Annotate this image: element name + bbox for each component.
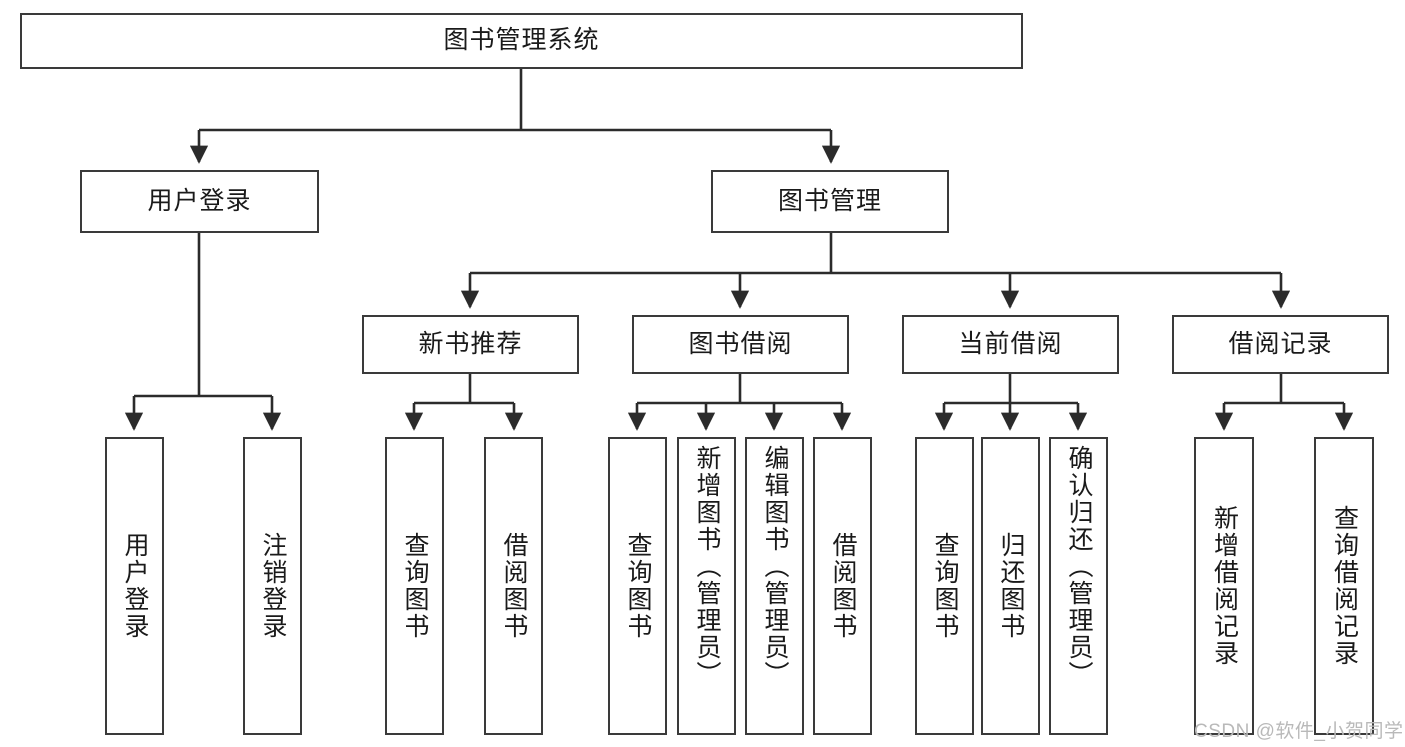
node-label: 注销登录: [259, 532, 287, 640]
leaf-recommend-borrow-book[interactable]: 借阅图书: [484, 437, 543, 735]
node-label: 确认归还（管理员）: [1065, 445, 1093, 688]
node-label: 查询借阅记录: [1330, 505, 1359, 667]
node-user-login[interactable]: 用户登录: [80, 170, 319, 233]
leaf-borrow-query-book[interactable]: 查询图书: [608, 437, 667, 735]
node-label: 用户登录: [147, 186, 252, 215]
node-label: 查询图书: [401, 532, 429, 640]
node-label: 归还图书: [997, 532, 1025, 640]
node-borrow-record[interactable]: 借阅记录: [1172, 315, 1389, 374]
leaf-borrow-edit-book-admin[interactable]: 编辑图书（管理员）: [745, 437, 804, 735]
node-label: 图书管理系统: [443, 26, 600, 55]
node-new-book-recommend[interactable]: 新书推荐: [362, 315, 579, 374]
leaf-borrow-borrow-book[interactable]: 借阅图书: [813, 437, 872, 735]
leaf-current-return-book[interactable]: 归还图书: [981, 437, 1040, 735]
leaf-recommend-query-book[interactable]: 查询图书: [385, 437, 444, 735]
node-label: 图书管理: [777, 186, 882, 215]
leaf-borrow-add-book-admin[interactable]: 新增图书（管理员）: [677, 437, 736, 735]
node-label: 当前借阅: [958, 329, 1063, 358]
node-book-borrow[interactable]: 图书借阅: [632, 315, 849, 374]
watermark-text: CSDN @软件_小贺同学: [1194, 721, 1404, 742]
leaf-current-confirm-return-admin[interactable]: 确认归还（管理员）: [1049, 437, 1108, 735]
node-label: 借阅图书: [500, 532, 528, 640]
node-label: 图书借阅: [688, 329, 793, 358]
leaf-current-query-book[interactable]: 查询图书: [915, 437, 974, 735]
leaf-record-add-record[interactable]: 新增借阅记录: [1194, 437, 1254, 735]
node-label: 借阅图书: [829, 532, 857, 640]
node-label: 借阅记录: [1228, 329, 1333, 358]
node-label: 编辑图书（管理员）: [761, 445, 789, 688]
leaf-record-query-record[interactable]: 查询借阅记录: [1314, 437, 1374, 735]
leaf-user-login-logout[interactable]: 注销登录: [243, 437, 302, 735]
node-label: 查询图书: [931, 532, 959, 640]
node-label: 用户登录: [121, 532, 149, 640]
node-book-management[interactable]: 图书管理: [711, 170, 949, 233]
node-current-borrow[interactable]: 当前借阅: [902, 315, 1119, 374]
node-label: 新增图书（管理员）: [693, 445, 721, 688]
leaf-user-login-login[interactable]: 用户登录: [105, 437, 164, 735]
node-root-system[interactable]: 图书管理系统: [20, 13, 1023, 69]
node-label: 新增借阅记录: [1210, 505, 1239, 667]
node-label: 新书推荐: [418, 329, 523, 358]
node-label: 查询图书: [624, 532, 652, 640]
